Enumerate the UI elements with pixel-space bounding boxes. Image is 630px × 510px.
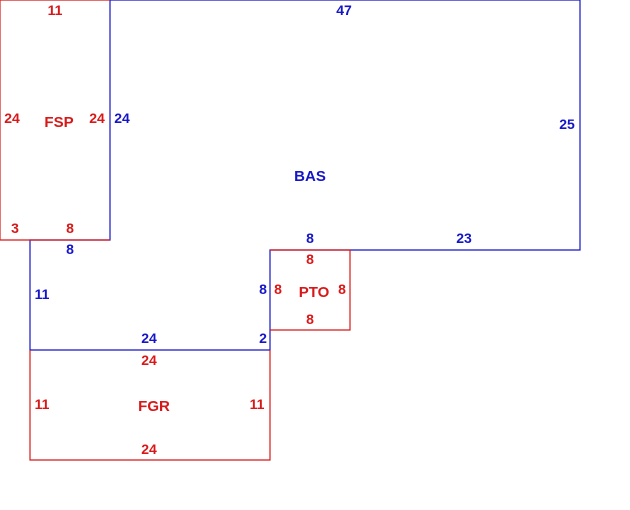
pto-left-dimension: 8 bbox=[274, 281, 282, 297]
pto-outline bbox=[270, 249, 351, 331]
fgr-outline bbox=[29, 350, 271, 461]
bas-area-label: BAS bbox=[294, 168, 326, 185]
fsp-right-dimension: 24 bbox=[89, 110, 105, 126]
bas-notch-dimension: 8 bbox=[66, 241, 74, 257]
fgr-area-label: FGR bbox=[138, 398, 170, 415]
fgr-left-dimension: 11 bbox=[35, 396, 50, 412]
bas-right-dimension: 25 bbox=[559, 116, 575, 132]
fsp-top-dimension: 11 bbox=[48, 2, 63, 18]
pto-right-dimension: 8 bbox=[338, 281, 346, 297]
bas-bottom-right-dimension: 23 bbox=[456, 230, 472, 246]
bas-step-bottom-dimension: 2 bbox=[259, 330, 267, 346]
bas-step-left-dimension: 8 bbox=[259, 281, 267, 297]
bas-lower-left-dimension: 11 bbox=[35, 286, 50, 302]
fgr-bottom-dimension: 24 bbox=[141, 441, 157, 457]
pto-bottom-dimension: 8 bbox=[306, 311, 314, 327]
fgr-right-dimension: 11 bbox=[250, 396, 265, 412]
bas-step-top-dimension: 8 bbox=[306, 230, 314, 246]
fsp-bottom-left-dimension: 3 bbox=[11, 220, 19, 236]
bas-top-dimension: 47 bbox=[336, 2, 352, 18]
bas-lower-top-dimension: 24 bbox=[141, 330, 157, 346]
pto-area-label: PTO bbox=[299, 284, 330, 301]
fgr-top-dimension: 24 bbox=[141, 352, 157, 368]
fsp-bottom-right-dimension: 8 bbox=[66, 220, 74, 236]
fsp-outline bbox=[0, 0, 110, 241]
fsp-left-dimension: 24 bbox=[4, 110, 20, 126]
bas-fsp-side-dimension: 24 bbox=[114, 110, 130, 126]
fsp-area-label: FSP bbox=[44, 114, 73, 131]
pto-top-dimension: 8 bbox=[306, 251, 314, 267]
